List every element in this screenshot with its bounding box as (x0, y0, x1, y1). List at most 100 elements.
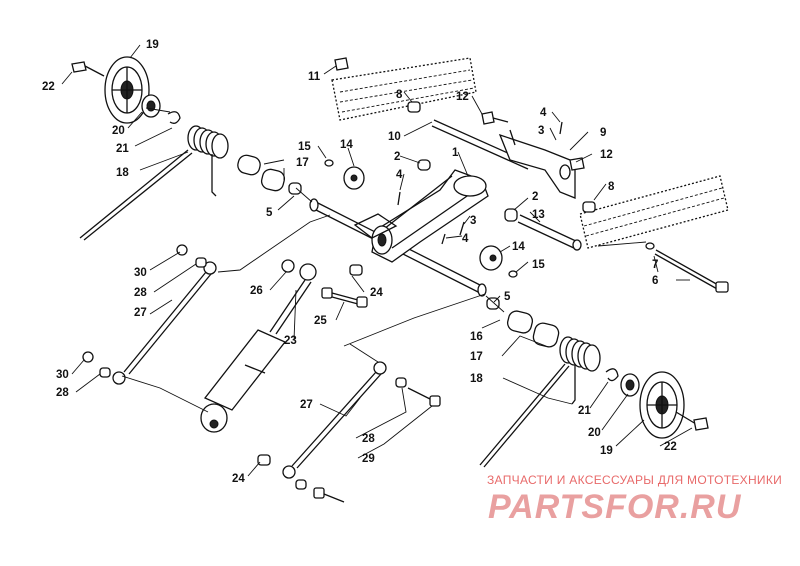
callout-leaders (61, 44, 693, 477)
spacer-5-right (486, 297, 500, 310)
watermark-tagline: ЗАПЧАСТИ И АКСЕССУАРЫ ДЛЯ МОТОТЕХНИКИ (487, 473, 782, 487)
callout-15-lower: 15 (532, 259, 545, 271)
spacer-2-upper (417, 159, 431, 171)
callout-4-lower: 4 (462, 233, 469, 245)
watermark: ЗАПЧАСТИ И АКСЕССУАРЫ ДЛЯ МОТОТЕХНИКИ PA… (487, 473, 782, 526)
bushing-14-lower (479, 245, 503, 271)
callout-13: 13 (532, 209, 545, 221)
callout-27-left: 27 (134, 307, 147, 319)
washer-15-upper (324, 159, 334, 167)
callout-20-right: 20 (588, 427, 601, 439)
cap-30-upper (176, 244, 188, 256)
a-arm-1 (353, 169, 489, 263)
bolt-11 (334, 57, 349, 71)
spring-18-left (79, 125, 229, 241)
watermark-logo: PARTSFOR.RU (488, 488, 742, 526)
bolt-6 (645, 242, 729, 293)
spacer-5-left (288, 182, 302, 195)
pin-4-top (559, 121, 563, 135)
callout-3-lower: 3 (470, 215, 476, 227)
bolt-22-right (675, 411, 709, 431)
callout-2-lower: 2 (532, 191, 538, 203)
clip-21-left (167, 111, 181, 124)
axle-13 (517, 214, 582, 251)
bracket-9 (498, 129, 576, 199)
spacer-24-upper (349, 264, 363, 276)
callout-8-lower: 8 (608, 181, 615, 193)
callout-30-upper: 30 (134, 267, 147, 279)
callout-28-right: 28 (362, 433, 375, 445)
callout-7: 7 (652, 259, 658, 271)
callout-9: 9 (600, 127, 606, 139)
pin-3-upper (459, 221, 465, 236)
pin-4-upper (397, 191, 401, 206)
callout-6: 6 (652, 275, 658, 287)
callout-24-lower: 24 (232, 473, 245, 485)
clip-21-right (605, 368, 619, 382)
callout-12-left: 12 (456, 91, 469, 103)
bushing-28-right (395, 377, 407, 388)
callout-22-right: 22 (664, 441, 677, 453)
callout-17-left: 17 (296, 157, 309, 169)
spring-18-right (479, 336, 601, 468)
callout-11: 11 (308, 71, 321, 83)
bushing-28-right-lower (295, 479, 307, 490)
bolt-22-left (71, 61, 105, 77)
callout-18-right: 18 (470, 373, 483, 385)
nut-8-lower (582, 201, 596, 213)
callout-25: 25 (314, 315, 327, 327)
bolt-12-left (481, 111, 509, 125)
bushing-17b-left (260, 168, 286, 192)
callout-19-right: 19 (600, 445, 613, 457)
callout-24-upper: 24 (370, 287, 383, 299)
callout-30-lower: 30 (56, 369, 69, 381)
callout-26: 26 (250, 285, 263, 297)
callout-3-top: 3 (538, 125, 544, 137)
callout-17-right: 17 (470, 351, 483, 363)
callout-21-right: 21 (578, 405, 591, 417)
callout-5-right: 5 (504, 291, 511, 303)
callout-21-left: 21 (116, 143, 129, 155)
callout-1: 1 (452, 147, 459, 159)
callout-19-left: 19 (146, 39, 159, 51)
bushing-17a-left (237, 154, 261, 176)
idler-wheel-right (639, 371, 685, 439)
callout-8-upper: 8 (396, 89, 403, 101)
callout-28-lower: 28 (56, 387, 69, 399)
bolt-29-upper (407, 387, 441, 407)
callout-27-right: 27 (300, 399, 313, 411)
link-27-left (112, 261, 217, 385)
link-27-right (282, 361, 387, 479)
callout-4-top: 4 (540, 107, 547, 119)
rail-top-left (331, 57, 477, 121)
callout-14-lower: 14 (512, 241, 525, 253)
bolt-12-right (569, 157, 585, 171)
bushing-17a-right (506, 310, 534, 334)
bearing-20-left (141, 94, 161, 118)
washer-15-lower (508, 270, 518, 278)
bushing-17b-right (532, 322, 560, 348)
callout-15-upper: 15 (298, 141, 311, 153)
callout-labels: 19 22 20 21 18 17 5 15 14 2 4 1 11 8 10 … (42, 39, 677, 485)
callout-28-upper: 28 (134, 287, 147, 299)
alignment-lines (121, 107, 647, 413)
bolt-29-lower (313, 487, 345, 503)
callout-2-upper: 2 (394, 151, 400, 163)
callout-14-upper: 14 (340, 139, 353, 151)
rail-top-right (579, 175, 729, 249)
callout-23: 23 (284, 335, 297, 347)
callout-5-left: 5 (266, 207, 273, 219)
callout-29: 29 (362, 453, 375, 465)
nut-8-upper (407, 101, 421, 113)
callout-20-left: 20 (112, 125, 125, 137)
bushing-28-lower (99, 367, 111, 378)
bolt-25 (321, 287, 368, 308)
spacer-2-lower (504, 208, 518, 222)
bearing-20-right (620, 373, 640, 397)
callout-4-upper: 4 (396, 169, 403, 181)
callout-10: 10 (388, 131, 401, 143)
idler-wheel-left (104, 56, 150, 124)
callout-18-left: 18 (116, 167, 129, 179)
cap-30-lower (82, 351, 94, 363)
